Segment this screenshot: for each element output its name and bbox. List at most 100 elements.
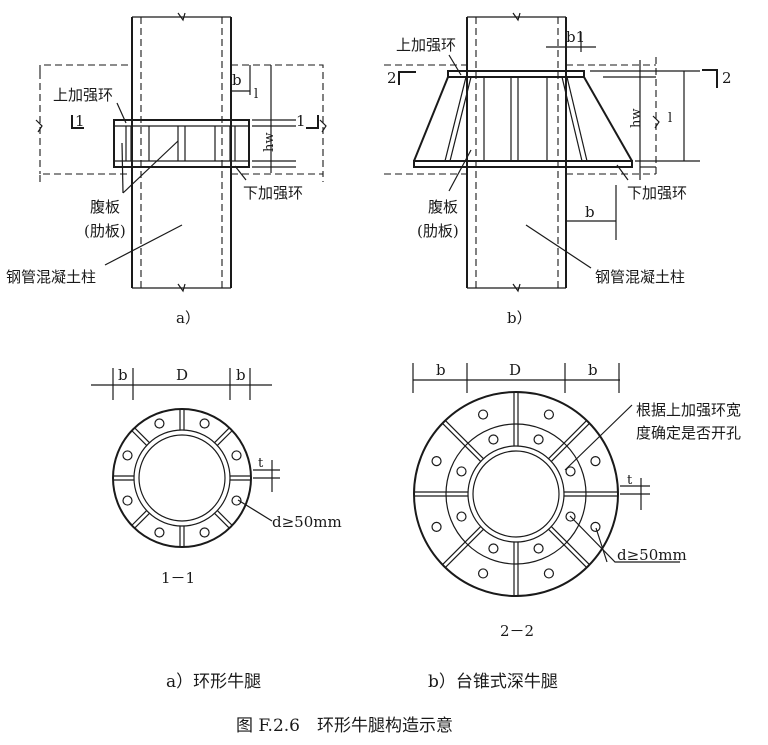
hole [199, 527, 210, 538]
hole [231, 495, 242, 506]
subfigure-b-label: b） [507, 309, 532, 327]
label-column: 钢管混凝土柱 [595, 268, 685, 286]
section-1-1-label: 1－1 [161, 569, 195, 587]
web-plate [444, 76, 467, 162]
rib-plate [134, 512, 150, 529]
hole [565, 466, 576, 477]
label-upper-ring: 上加强环 [396, 36, 456, 54]
section-label: 2 [722, 69, 732, 87]
label-lower-ring: 下加强环 [243, 184, 303, 202]
hole [431, 521, 442, 533]
hole [488, 543, 499, 554]
dim-l-label: l [668, 111, 672, 126]
note-line-2: 度确定是否开孔 [636, 424, 741, 442]
label-lower-ring: 下加强环 [627, 184, 687, 202]
rib-plate [131, 430, 148, 446]
caption-b: b）台锥式深牛腿 [428, 672, 558, 692]
hole [122, 450, 133, 461]
section-mark-1-right [306, 115, 319, 129]
beam-a-top-right [231, 64, 324, 72]
hole [477, 409, 489, 420]
hole-note: d≥50mm [617, 546, 687, 564]
break-symbol [177, 283, 186, 293]
section-1-1: b D b t d≥50mm 1－1 [91, 366, 342, 587]
rib-plate [214, 512, 230, 529]
concrete-core [138, 434, 226, 522]
subfigure-b: b1 hw l b 2 2 上加强环 下加强环 腹板 (肋板) 钢管混凝土柱 b… [384, 12, 732, 327]
rib-plate [548, 528, 588, 568]
dim-b-left: b [118, 366, 128, 384]
concrete-core [472, 450, 560, 538]
leader-lower-ring [234, 165, 247, 181]
break-symbol [35, 119, 43, 133]
web-plate [449, 76, 472, 162]
dim-b-left: b [436, 361, 446, 379]
dim-b-label: b [585, 203, 595, 221]
dim-b1-label: b1 [566, 28, 585, 46]
rib-plates [113, 409, 251, 547]
leader-lower-ring [616, 164, 629, 181]
hole [154, 527, 165, 538]
leader-column [104, 224, 183, 266]
dim-l-label: l [254, 87, 258, 102]
hole [543, 409, 555, 420]
label-rib: (肋板) [84, 222, 126, 240]
rib-plate [444, 528, 484, 568]
figure-title: 图 F.2.6 环形牛腿构造示意 [236, 716, 453, 736]
lower-ring-b [413, 160, 633, 168]
subfigure-a-label: a） [176, 309, 200, 327]
hole-leader [595, 527, 608, 563]
upper-ring-outer [445, 423, 587, 565]
break-symbol [652, 115, 660, 129]
dim-b-right: b [236, 366, 246, 384]
caption-a: a）环形牛腿 [166, 672, 261, 692]
web-plate [561, 76, 583, 162]
rib-plate [134, 427, 150, 444]
rib-plate [214, 427, 230, 444]
dim-D: D [176, 366, 188, 384]
hole [477, 568, 489, 579]
web-plate [566, 76, 588, 162]
section-mark-1-left [71, 115, 84, 129]
outer-ring [112, 408, 252, 548]
steel-tube-outer [467, 445, 565, 543]
note-leader [564, 404, 633, 471]
hole [565, 511, 576, 522]
leader-web [122, 140, 179, 194]
holes [431, 409, 601, 579]
label-upper-ring: 上加强环 [53, 86, 113, 104]
label-rib: (肋板) [417, 222, 459, 240]
dim-t: t [258, 456, 264, 471]
hole [456, 466, 467, 477]
hole [533, 543, 544, 554]
rib-plates [414, 392, 618, 596]
hole [431, 455, 442, 467]
label-column: 钢管混凝土柱 [6, 268, 96, 286]
hole-leader [237, 499, 273, 522]
leader-upper-ring [116, 102, 127, 124]
leader-web [121, 142, 124, 194]
rib-plate [216, 430, 233, 446]
dim-hw-label: hw [262, 133, 277, 153]
subfigure-a: b l hw 1 1 上加强环 下加强环 腹板 (肋板) 钢管混凝土柱 a） [6, 12, 327, 327]
break-symbol [512, 283, 521, 293]
hole [199, 418, 210, 429]
hole-leader [569, 515, 680, 563]
rib-plate [444, 420, 484, 460]
label-web: 腹板 [90, 198, 120, 216]
rib-plate [442, 422, 482, 462]
dim-hw-label: hw [629, 109, 644, 129]
ring-corbel-a [113, 119, 250, 168]
dim-b-label: b [232, 71, 242, 89]
rib-plate [548, 420, 588, 460]
corbel-edge-left [413, 76, 449, 162]
break-symbol [512, 12, 521, 22]
break-symbol [177, 12, 186, 22]
dim-t: t [627, 473, 633, 488]
hole [533, 434, 544, 445]
hole-note: d≥50mm [272, 513, 342, 531]
rib-plate [131, 510, 148, 526]
rib-plate [550, 526, 590, 566]
beam-a-bottom-left [39, 173, 132, 182]
